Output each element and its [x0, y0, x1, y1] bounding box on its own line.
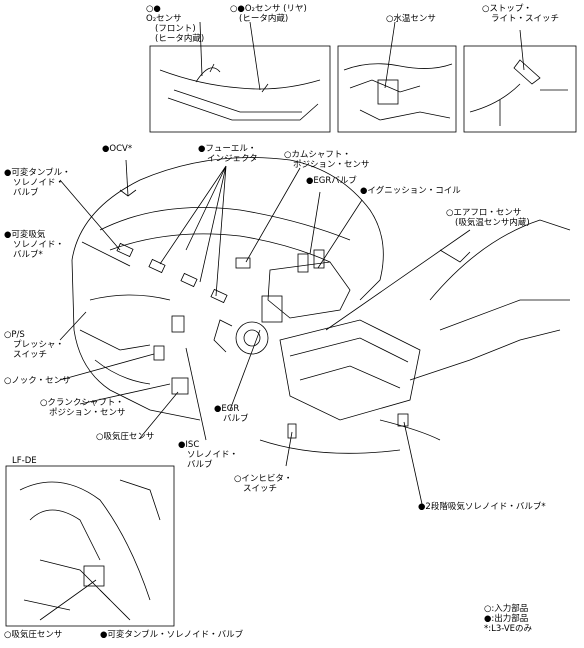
- o2-sensor-detail-box: [149, 45, 331, 133]
- airflow-sensor-label: ○エアフロ・センサ (吸気温センサ内蔵): [446, 208, 530, 228]
- variable-intake-valve-label: ●可変吸気 ソレノイド・ バルブ*: [4, 230, 65, 260]
- o2-rear-sensor-label: ○●O₂センサ (リヤ) (ヒータ内蔵): [230, 4, 307, 24]
- two-stage-intake-valve-label: ●2段階吸気ソレノイド・バルブ*: [418, 502, 546, 512]
- egr-valve-label: ●EGRバルブ: [306, 176, 357, 186]
- ocv-label: ●OCV*: [102, 144, 133, 154]
- crankshaft-sensor-label: ○クランクシャフト・ ポジション・センサ: [40, 398, 126, 418]
- o2-front-sensor-label: ○●O₂センサ (フロント) (ヒータ内蔵): [146, 4, 205, 44]
- legend-input: ○:入力部品: [484, 604, 529, 614]
- water-temp-detail-box: [337, 45, 457, 133]
- inset-title: LF-DE: [12, 456, 37, 466]
- stop-light-detail-box: [463, 45, 577, 133]
- ps-pressure-switch-label: ○P/S プレッシャ・ スイッチ: [4, 330, 65, 360]
- water-temp-sensor-label: ○水温センサ: [386, 14, 436, 24]
- fuel-injector-label: ●フューエル・ インジェクタ: [198, 144, 258, 164]
- knock-sensor-label: ○ノック・センサ: [4, 376, 71, 386]
- camshaft-sensor-label: ○カムシャフト・ ポジション・センサ: [284, 150, 370, 170]
- isc-valve-label: ●ISC ソレノイド・ バルブ: [178, 440, 239, 470]
- inset-tumble-valve-label: ●可変タンブル・ソレノイド・バルブ: [100, 630, 244, 640]
- variable-tumble-valve-label: ●可変タンブル・ ソレノイド・ バルブ: [4, 168, 71, 198]
- legend-l3ve-only: *:L3-VEのみ: [484, 624, 533, 634]
- map-sensor-label: ○吸気圧センサ: [96, 432, 155, 442]
- ignition-coil-label: ●イグニッション・コイル: [360, 186, 461, 196]
- stop-light-switch-label: ○ストップ・ ライト・スイッチ: [482, 4, 560, 24]
- inhibitor-switch-label: ○インヒビタ・ スイッチ: [234, 474, 293, 494]
- legend-output: ●:出力部品: [484, 614, 529, 624]
- egr-valve-lower-label: ●EGR バルブ: [214, 404, 249, 424]
- legend: ○:入力部品 ●:出力部品 *:L3-VEのみ: [484, 604, 532, 634]
- lf-de-inset-box: [5, 465, 175, 627]
- inset-map-sensor-label: ○吸気圧センサ: [4, 630, 63, 640]
